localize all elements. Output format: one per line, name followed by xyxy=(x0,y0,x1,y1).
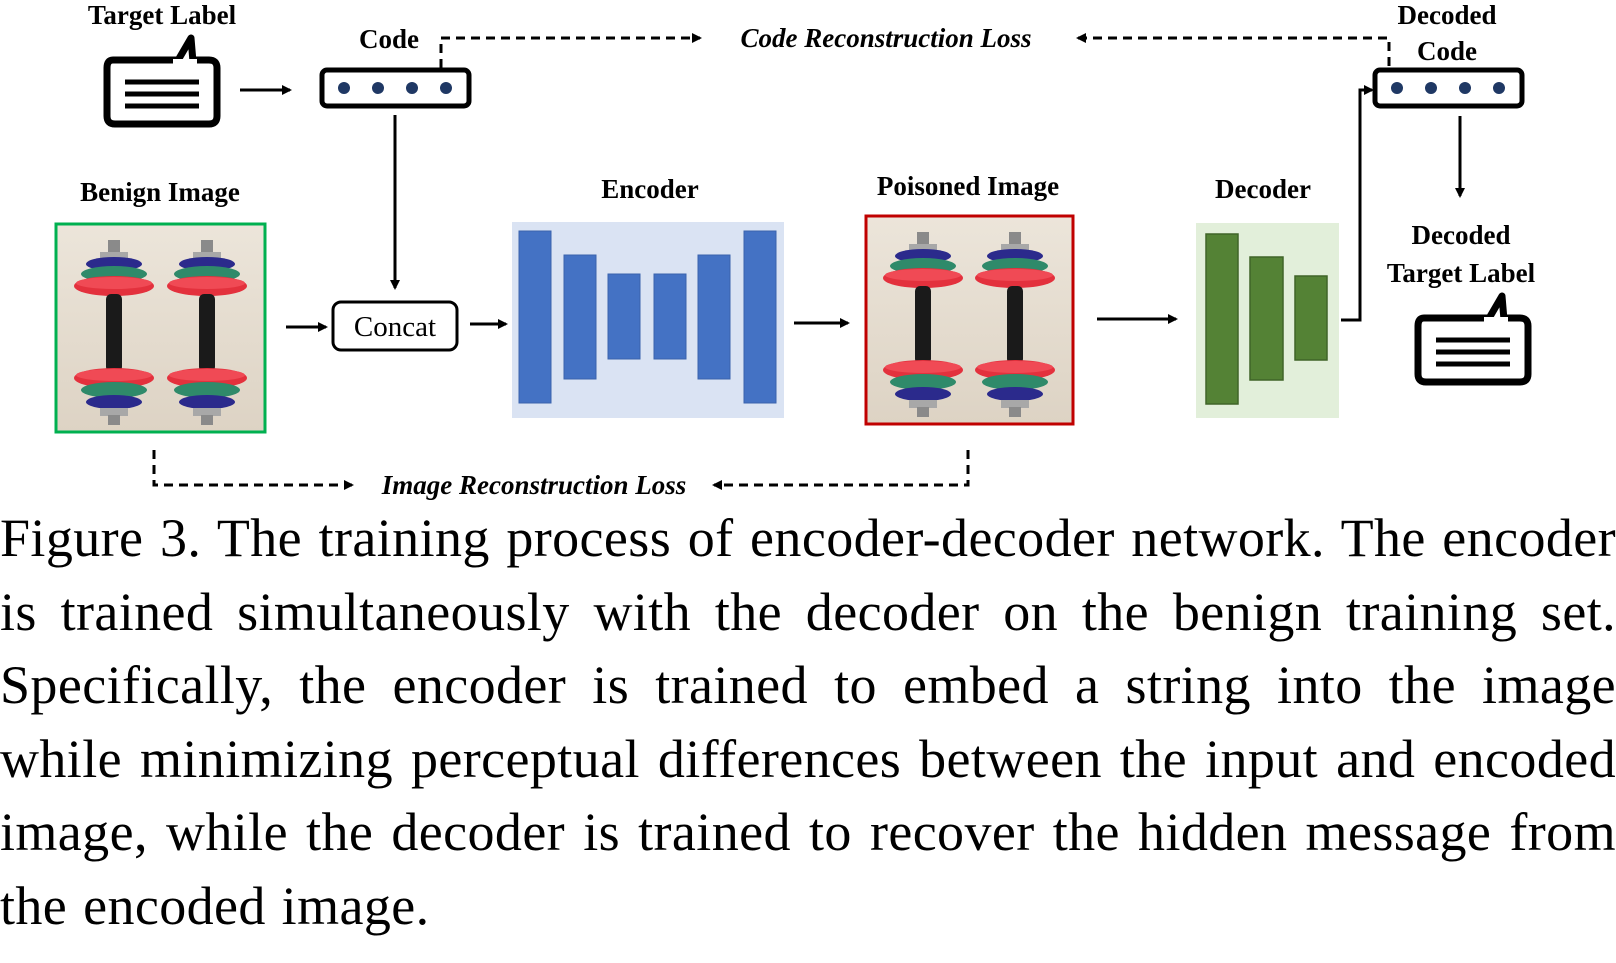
code-dot xyxy=(372,82,384,94)
poisoned-image xyxy=(864,214,1075,426)
decoded-code-title-line2: Code xyxy=(1417,36,1477,66)
benign-image xyxy=(54,222,267,434)
decoder-layer xyxy=(1249,256,1284,381)
encoder-layer xyxy=(607,273,641,360)
decoder-block xyxy=(1196,223,1339,418)
encoder-layer xyxy=(743,230,777,404)
decoded-code-vector xyxy=(1372,67,1525,109)
code-dot xyxy=(440,82,452,94)
decoder-to-decoded-code-arrow xyxy=(1341,85,1374,322)
code-vector xyxy=(319,67,472,109)
encoder-layer xyxy=(653,273,687,360)
encoder-block xyxy=(512,222,784,418)
encoder-layer xyxy=(563,254,597,380)
image-loss-dashed-line-right xyxy=(712,450,970,490)
decoded-code-title-line1: Decoded xyxy=(1398,0,1497,30)
decoder-title: Decoder xyxy=(1215,174,1311,204)
concat-label: Concat xyxy=(354,311,436,343)
code-dot xyxy=(406,82,418,94)
image-reconstruction-loss-label: Image Reconstruction Loss xyxy=(381,470,687,500)
decoded-code-dot xyxy=(1391,82,1403,94)
benign-image-title: Benign Image xyxy=(80,177,240,207)
decoded-code-dot xyxy=(1459,82,1471,94)
figure-caption: Figure 3. The training process of encode… xyxy=(0,508,1616,936)
image-loss-dashed-line-left xyxy=(152,450,354,490)
decoded-target-message-icon xyxy=(1418,296,1528,382)
target-label-message-icon xyxy=(107,38,217,124)
decoded-code-dot xyxy=(1425,82,1437,94)
code-title: Code xyxy=(359,24,419,54)
code-loss-dashed-line-left xyxy=(439,33,702,68)
concat-box: Concat xyxy=(331,300,459,352)
encoder-layer xyxy=(697,254,731,380)
encoder-layer xyxy=(518,230,552,404)
encoder-decoder-diagram: Target Label Code Code Reconstruction Lo… xyxy=(54,0,1536,500)
decoded-target-title-line2: Target Label xyxy=(1387,258,1536,288)
decoder-layer xyxy=(1294,275,1328,361)
code-loss-dashed-line-right xyxy=(1076,33,1391,66)
poisoned-image-title: Poisoned Image xyxy=(877,171,1059,201)
decoded-code-dot xyxy=(1493,82,1505,94)
code-dot xyxy=(338,82,350,94)
decoded-target-title-line1: Decoded xyxy=(1412,220,1511,250)
encoder-title: Encoder xyxy=(601,174,699,204)
target-label-title: Target Label xyxy=(88,0,237,30)
code-reconstruction-loss-label: Code Reconstruction Loss xyxy=(740,23,1031,53)
decoder-layer xyxy=(1205,233,1239,405)
